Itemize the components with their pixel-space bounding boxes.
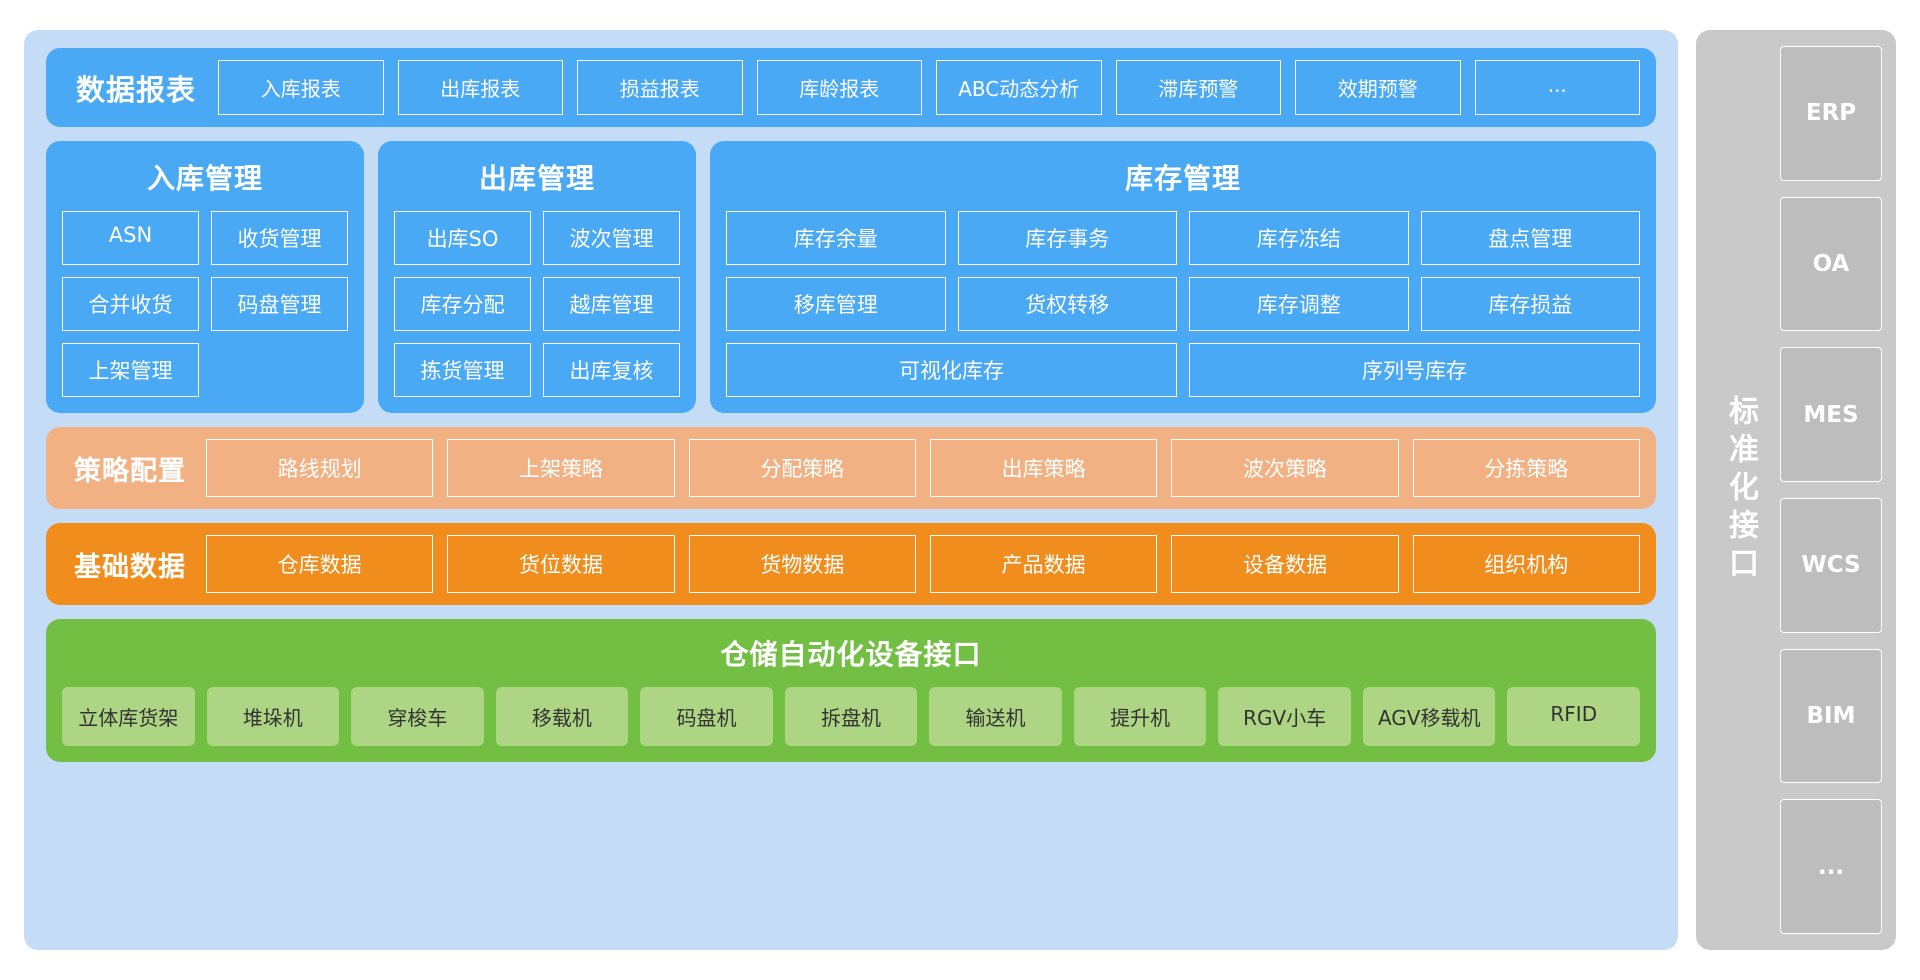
report-item[interactable]: 滞库预警 xyxy=(1115,60,1282,115)
inventory-item[interactable]: 盘点管理 xyxy=(1420,211,1640,265)
data-reports-title: 数据报表 xyxy=(76,72,197,107)
strategy-item[interactable]: 路线规划 xyxy=(206,439,434,497)
outbound-title: 出库管理 xyxy=(478,162,595,195)
report-item-more[interactable]: ... xyxy=(1474,60,1641,115)
strategy-config-band: 策略配置 路线规划 上架策略 分配策略 出库策略 波次策略 分拣策略 xyxy=(46,427,1656,509)
strategy-items: 路线规划 上架策略 分配策略 出库策略 波次策略 分拣策略 xyxy=(206,439,1640,497)
outbound-item[interactable]: 库存分配 xyxy=(394,277,531,331)
report-item[interactable]: 库龄报表 xyxy=(756,60,923,115)
inventory-item[interactable]: 货权转移 xyxy=(957,277,1177,331)
base-data-item[interactable]: 设备数据 xyxy=(1171,535,1399,593)
standard-interface-items: ERP OA MES WCS BIM ... xyxy=(1780,46,1882,935)
inbound-item[interactable]: 上架管理 xyxy=(62,343,199,397)
base-data-item[interactable]: 货位数据 xyxy=(447,535,675,593)
inbound-item-placeholder xyxy=(211,343,348,397)
interface-item-mes[interactable]: MES xyxy=(1780,347,1882,483)
interface-item-oa[interactable]: OA xyxy=(1780,196,1882,332)
inventory-title: 库存管理 xyxy=(1124,162,1241,195)
base-data-title: 基础数据 xyxy=(74,551,186,583)
inbound-item[interactable]: 合并收货 xyxy=(62,277,199,331)
interface-item-more[interactable]: ... xyxy=(1780,799,1882,935)
inbound-management-card: 入库管理 ASN 收货管理 合并收货 码盘管理 上架管理 xyxy=(46,141,364,413)
outbound-management-card: 出库管理 出库SO 波次管理 库存分配 越库管理 拣货管理 出库复核 xyxy=(378,141,696,413)
outbound-item[interactable]: 越库管理 xyxy=(543,277,680,331)
report-item[interactable]: ABC动态分析 xyxy=(936,60,1102,115)
inventory-item[interactable]: 库存事务 xyxy=(957,211,1177,265)
inventory-row-1: 库存余量 库存事务 库存冻结 盘点管理 xyxy=(726,211,1640,265)
inventory-item[interactable]: 库存调整 xyxy=(1189,277,1409,331)
outbound-item[interactable]: 波次管理 xyxy=(543,211,680,265)
base-data-item[interactable]: 货物数据 xyxy=(688,535,916,593)
report-item[interactable]: 损益报表 xyxy=(577,60,743,115)
inventory-item[interactable]: 移库管理 xyxy=(726,277,946,331)
base-data-band: 基础数据 仓库数据 货位数据 货物数据 产品数据 设备数据 组织机构 xyxy=(46,523,1656,605)
automation-equipment-items: 立体库货架 堆垛机 穿梭车 移载机 码盘机 拆盘机 输送机 提升机 RGV小车 … xyxy=(62,687,1641,746)
strategy-item[interactable]: 分配策略 xyxy=(688,439,916,497)
automation-equipment-card: 仓储自动化设备接口 立体库货架 堆垛机 穿梭车 移载机 码盘机 拆盘机 输送机 … xyxy=(46,619,1656,762)
inventory-item[interactable]: 库存损益 xyxy=(1420,277,1640,331)
inbound-item[interactable]: ASN xyxy=(62,211,199,265)
equipment-item[interactable]: 移载机 xyxy=(495,687,629,746)
inventory-row-3: 可视化库存 序列号库存 xyxy=(726,343,1640,397)
standard-interface-label: 标准化接口 xyxy=(1723,395,1758,585)
strategy-item[interactable]: 出库策略 xyxy=(929,439,1158,497)
strategy-item[interactable]: 上架策略 xyxy=(447,439,675,497)
strategy-item[interactable]: 波次策略 xyxy=(1171,439,1399,497)
equipment-item[interactable]: 穿梭车 xyxy=(351,687,484,746)
inbound-items: ASN 收货管理 合并收货 码盘管理 上架管理 xyxy=(62,211,348,397)
equipment-item[interactable]: 拆盘机 xyxy=(784,687,918,746)
equipment-item[interactable]: RFID xyxy=(1507,687,1641,746)
equipment-item[interactable]: 堆垛机 xyxy=(206,687,340,746)
equipment-item[interactable]: 立体库货架 xyxy=(62,687,195,746)
wms-platform-panel: 数据报表 入库报表 出库报表 损益报表 库龄报表 ABC动态分析 滞库预警 效期… xyxy=(24,30,1678,950)
report-item[interactable]: 效期预警 xyxy=(1295,60,1461,115)
module-row: 入库管理 ASN 收货管理 合并收货 码盘管理 上架管理 出库管理 出库SO 波… xyxy=(46,141,1656,413)
outbound-items: 出库SO 波次管理 库存分配 越库管理 拣货管理 出库复核 xyxy=(394,211,680,397)
inbound-item[interactable]: 码盘管理 xyxy=(211,277,348,331)
inbound-item[interactable]: 收货管理 xyxy=(211,211,348,265)
automation-equipment-title: 仓储自动化设备接口 xyxy=(720,638,982,671)
inventory-row-2: 移库管理 货权转移 库存调整 库存损益 xyxy=(726,277,1640,331)
outbound-item[interactable]: 拣货管理 xyxy=(394,343,531,397)
inventory-item[interactable]: 库存冻结 xyxy=(1189,211,1409,265)
inventory-item[interactable]: 序列号库存 xyxy=(1189,343,1640,397)
standard-interface-panel: 标准化接口 ERP OA MES WCS BIM ... xyxy=(1696,30,1896,950)
outbound-item[interactable]: 出库复核 xyxy=(543,343,680,397)
interface-item-erp[interactable]: ERP xyxy=(1780,46,1882,181)
equipment-item[interactable]: 输送机 xyxy=(929,687,1062,746)
inventory-item[interactable]: 可视化库存 xyxy=(726,343,1177,397)
report-item[interactable]: 出库报表 xyxy=(397,60,564,115)
equipment-item[interactable]: 提升机 xyxy=(1073,687,1207,746)
outbound-item[interactable]: 出库SO xyxy=(394,211,531,265)
equipment-item[interactable]: 码盘机 xyxy=(640,687,773,746)
inventory-item[interactable]: 库存余量 xyxy=(726,211,946,265)
base-data-item[interactable]: 仓库数据 xyxy=(206,535,434,593)
equipment-item[interactable]: AGV移载机 xyxy=(1362,687,1496,746)
inbound-title: 入库管理 xyxy=(146,162,263,195)
data-reports-items: 入库报表 出库报表 损益报表 库龄报表 ABC动态分析 滞库预警 效期预警 ..… xyxy=(218,60,1641,115)
data-reports-band: 数据报表 入库报表 出库报表 损益报表 库龄报表 ABC动态分析 滞库预警 效期… xyxy=(46,48,1656,127)
strategy-item[interactable]: 分拣策略 xyxy=(1412,439,1640,497)
interface-item-wcs[interactable]: WCS xyxy=(1780,498,1882,633)
interface-item-bim[interactable]: BIM xyxy=(1780,648,1882,784)
base-data-item[interactable]: 组织机构 xyxy=(1412,535,1640,593)
equipment-item[interactable]: RGV小车 xyxy=(1218,687,1351,746)
inventory-management-card: 库存管理 库存余量 库存事务 库存冻结 盘点管理 移库管理 货权转移 库存调整 … xyxy=(710,141,1656,413)
base-data-item[interactable]: 产品数据 xyxy=(929,535,1158,593)
strategy-config-title: 策略配置 xyxy=(74,455,186,487)
base-data-items: 仓库数据 货位数据 货物数据 产品数据 设备数据 组织机构 xyxy=(206,535,1640,593)
report-item[interactable]: 入库报表 xyxy=(218,60,384,115)
